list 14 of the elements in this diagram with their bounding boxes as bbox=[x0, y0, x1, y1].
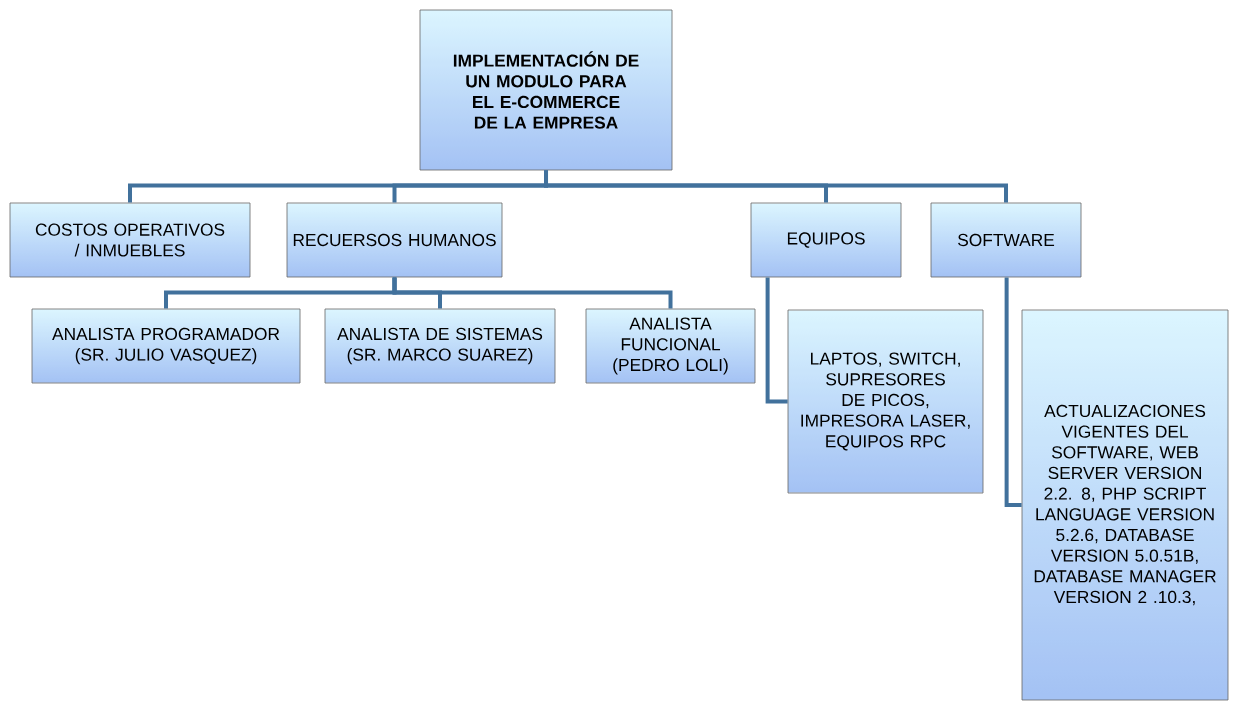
connector-line bbox=[392, 277, 673, 309]
connector-line bbox=[765, 277, 788, 404]
category-box: ANALISTA PROGRAMADOR (SR. JULIO VASQUEZ) bbox=[31, 308, 301, 384]
category-box: EQUIPOS bbox=[750, 202, 902, 278]
connector-line bbox=[544, 170, 1008, 203]
category-box: ACTUALIZACIONES VIGENTES DEL SOFTWARE, WEB SERVER VERSION 2.2. 8, PHP SCRIPT LANGUAGE VERSION 5.2.6, DATABASE VERSION 5.0.51B, DATABASE MANAGER VERSION 2 .10.3, bbox=[1021, 309, 1229, 701]
title-box: IMPLEMENTACIÓN DE UN MODULO PARA EL E-COMMERCE DE LA EMPRESA bbox=[419, 9, 673, 171]
category-box: ANALISTA DE SISTEMAS (SR. MARCO SUAREZ) bbox=[324, 308, 556, 384]
category-box: SOFTWARE bbox=[930, 202, 1082, 278]
category-box: COSTOS OPERATIVOS / INMUEBLES bbox=[9, 202, 251, 278]
connector-line bbox=[1004, 277, 1022, 507]
category-box: LAPTOS, SWITCH, SUPRESORES DE PICOS, IMPRESORA LASER, EQUIPOS RPC bbox=[787, 309, 984, 494]
category-box: RECUERSOS HUMANOS bbox=[286, 202, 503, 278]
category-box: ANALISTA FUNCIONAL (PEDRO LOLI) bbox=[585, 308, 756, 384]
